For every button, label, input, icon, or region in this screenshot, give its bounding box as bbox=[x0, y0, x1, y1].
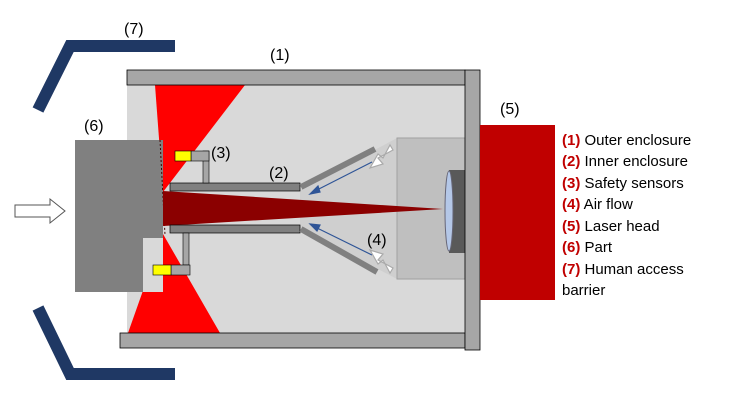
legend: (1) Outer enclosure (2) Inner enclosure … bbox=[562, 132, 691, 299]
laser-beam bbox=[163, 191, 443, 226]
laser-head bbox=[480, 125, 555, 300]
svg-text:(6) Part: (6) Part bbox=[562, 239, 613, 256]
svg-text:barrier: barrier bbox=[562, 282, 605, 299]
part-feed-arrow-icon bbox=[14, 197, 66, 225]
svg-text:(3) Safety sensors: (3) Safety sensors bbox=[562, 175, 684, 192]
nozzle-wall-bottom bbox=[299, 226, 379, 275]
lens-mount bbox=[449, 170, 465, 253]
outer-enclosure-right bbox=[464, 69, 481, 351]
safety-beam-top bbox=[155, 85, 245, 192]
svg-text:(7) Human access: (7) Human access bbox=[562, 261, 684, 278]
human-barrier-bottom bbox=[32, 305, 175, 380]
label-inner: (2) bbox=[269, 165, 289, 182]
label-part: (6) bbox=[84, 118, 104, 135]
label-laser: (5) bbox=[500, 101, 520, 118]
svg-text:(5) Laser head: (5) Laser head bbox=[562, 218, 660, 235]
svg-text:(1) Outer enclosure: (1) Outer enclosure bbox=[562, 132, 691, 149]
human-barrier-top bbox=[32, 40, 175, 113]
label-barrier: (7) bbox=[124, 21, 144, 38]
label-air: (4) bbox=[367, 232, 387, 249]
safety-beam-bottom bbox=[128, 234, 220, 333]
air-flow-arrows bbox=[308, 143, 394, 275]
label-outer: (1) bbox=[270, 47, 290, 64]
outer-enclosure-top bbox=[126, 69, 466, 86]
safety-sensor-top bbox=[174, 150, 210, 184]
outer-enclosure-bottom bbox=[119, 332, 466, 349]
safety-sensor-bottom bbox=[152, 232, 191, 276]
nozzle-wall-top bbox=[299, 146, 377, 190]
lens-icon bbox=[444, 170, 454, 252]
svg-text:(2) Inner enclosure: (2) Inner enclosure bbox=[562, 153, 688, 170]
inner-enclosure-top bbox=[169, 182, 301, 192]
svg-text:(4) Air flow: (4) Air flow bbox=[562, 196, 633, 213]
inner-enclosure-bottom bbox=[169, 224, 301, 234]
label-sensors: (3) bbox=[211, 145, 231, 162]
